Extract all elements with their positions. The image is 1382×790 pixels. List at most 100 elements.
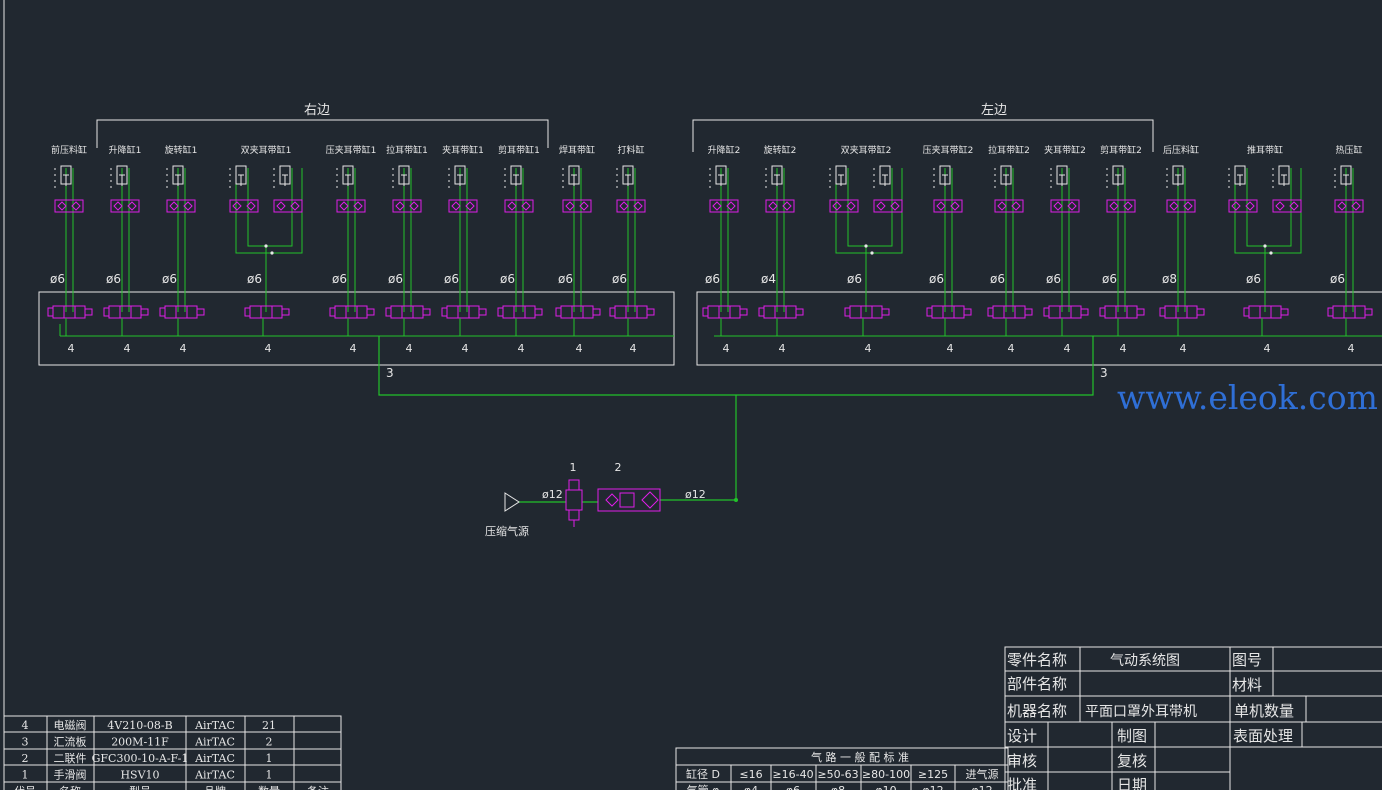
valve-port-label: 4 [576, 342, 583, 355]
std-cell: ≥125 [918, 768, 948, 781]
std-cell: φ4 [744, 784, 758, 790]
tb-design-label: 设计 [1007, 727, 1037, 745]
bom-cell: 手滑阀 [54, 768, 87, 782]
frl-unit-icon [597, 488, 661, 512]
cylinder-label: 旋转缸2 [764, 144, 797, 156]
cylinder-layer: 前压料缸ø64升降缸1ø64旋转缸1ø64双夹耳带缸1ø64压夹耳带缸1ø64拉… [47, 144, 1382, 355]
valve-port-label: 4 [1064, 342, 1071, 355]
source-pipe-in-label: ø12 [542, 488, 563, 501]
cylinder-unit: 剪耳带缸2 ø6 4 [1099, 144, 1145, 355]
cylinder-unit: 焊耳带缸 ø6 4 [555, 144, 601, 355]
cylinder-label: 升降缸2 [708, 144, 741, 156]
cylinder-pipes [177, 168, 186, 312]
cylinder-pipes [627, 168, 636, 312]
bracket-right-group [96, 119, 549, 148]
manifold-left [696, 291, 1382, 366]
pipe-size-label: ø6 [1102, 272, 1117, 286]
valve-port-label: 4 [947, 342, 954, 355]
title-block [1004, 646, 1382, 790]
pipe-size-label: ø8 [1162, 272, 1177, 286]
bom-cell: AirTAC [194, 719, 235, 732]
tb-date-label: 日期 [1117, 776, 1147, 790]
std-cell: φ10 [875, 784, 896, 790]
bom-cell: 3 [22, 736, 29, 749]
pipe-size-label: ø6 [1046, 272, 1061, 286]
std-cell: 进气源 [966, 767, 999, 781]
bom-cell: 电磁阀 [54, 718, 87, 732]
pipe-size-label: ø6 [612, 272, 627, 286]
valve-port-label: 4 [723, 342, 730, 355]
bom-cell: 二联件 [54, 752, 87, 765]
bracket-left-group [692, 119, 1154, 152]
bom-header-cell: 名称 [59, 784, 81, 790]
bom-cell: AirTAC [194, 769, 235, 782]
hand-slide-valve-icon [565, 479, 583, 527]
cylinder-label: 焊耳带缸 [559, 144, 595, 156]
cylinder-label: 升降缸1 [109, 144, 142, 156]
pipe-standard-title: 气 路 一 般 配 标 准 [811, 750, 909, 764]
cylinder-label: 热压缸 [1335, 144, 1362, 156]
cylinder-label: 前压料缸 [51, 144, 87, 156]
valve-port-label: 4 [1348, 342, 1355, 355]
bom-cell: HSV10 [120, 769, 159, 782]
std-cell: ≤16 [739, 768, 762, 781]
valve-port-label: 4 [1180, 342, 1187, 355]
bom-cell: 汇流板 [54, 735, 87, 749]
valve-port-label: 4 [518, 342, 525, 355]
cylinder-label: 后压料缸 [1163, 144, 1199, 156]
section-left-label: 左边 [981, 103, 1007, 118]
cylinder-label: 压夹耳带缸2 [923, 144, 974, 156]
tb-drawing-no-label: 图号 [1232, 651, 1262, 669]
air-source-icon [504, 492, 520, 512]
bom-cell: 200M-11F [111, 736, 169, 749]
tb-component-label: 部件名称 [1007, 675, 1067, 693]
cylinder-pipes [1005, 168, 1014, 312]
bom-cell: 4V210-08-B [107, 719, 172, 732]
std-cell: ≥80-100 [862, 768, 910, 781]
cylinder-pipes [515, 168, 524, 312]
pipe-size-label: ø6 [558, 272, 573, 286]
valve-port-label: 4 [180, 342, 187, 355]
std-cell: 气管 φ [687, 783, 720, 790]
cylinder-label: 拉耳带缸1 [386, 144, 428, 156]
pipe-size-label: ø6 [847, 272, 862, 286]
std-cell: ≥50-63 [817, 768, 858, 781]
bom-cell: GFC300-10-A-F-1 [92, 752, 189, 765]
tb-surface-label: 表面处理 [1233, 727, 1293, 745]
tb-part-name-label: 零件名称 [1007, 651, 1067, 669]
std-cell: φ12 [971, 784, 992, 790]
cylinder-pipes [459, 168, 468, 312]
cylinder-label: 双夹耳带缸1 [241, 144, 292, 156]
cylinder-pipes [403, 168, 412, 312]
bom-cell: 21 [262, 719, 276, 732]
bom-cell: AirTAC [194, 736, 235, 749]
cylinder-label: 剪耳带缸2 [1100, 144, 1142, 156]
std-cell: 缸径 D [686, 767, 720, 781]
cylinder-pipes [1177, 168, 1186, 312]
cylinder-label: 剪耳带缸1 [498, 144, 540, 156]
tb-material-label: 材料 [1232, 676, 1262, 694]
valve-port-label: 4 [1008, 342, 1015, 355]
section-right-label: 右边 [304, 103, 330, 118]
pipe-size-label: ø6 [332, 272, 347, 286]
cylinder-label: 双夹耳带缸2 [841, 144, 892, 156]
cylinder-unit: 后压料缸 ø8 4 [1159, 144, 1205, 355]
bom-cell: AirTAC [194, 752, 235, 765]
valve-port-label: 4 [779, 342, 786, 355]
cylinder-pipes [235, 168, 303, 312]
supply-junction [734, 498, 738, 502]
valve-port-label: 4 [1120, 342, 1127, 355]
tb-machine-value: 平面口罩外耳带机 [1085, 704, 1197, 720]
std-cell: φ8 [831, 784, 845, 790]
tb-qty-label: 单机数量 [1234, 702, 1294, 720]
bom-cell: 4 [22, 719, 29, 732]
